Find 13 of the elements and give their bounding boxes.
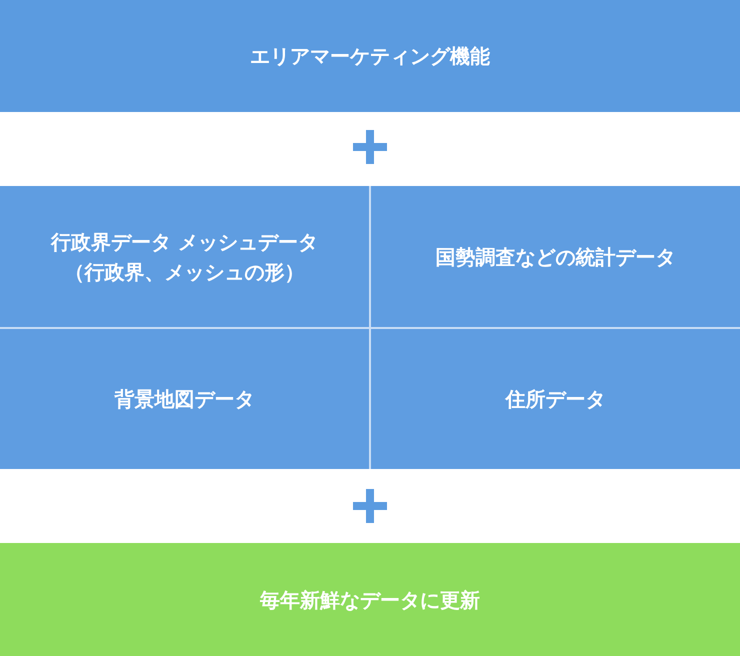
node-label: 住所データ (506, 386, 606, 413)
node-label: 国勢調査などの統計データ (436, 244, 676, 270)
node-label: （行政界、メッシュの形） (64, 258, 304, 286)
data-cell (0, 186, 369, 327)
node-label: 行政界データ メッシュデータ (51, 228, 318, 256)
data-cell (371, 329, 740, 469)
node-label: 毎年新鮮なデータに更新 (260, 586, 480, 614)
data-cell (0, 329, 369, 469)
node-label: 背景地図データ (114, 386, 254, 413)
node-label: エリアマーケティング機能 (250, 43, 490, 70)
banner-box (0, 543, 740, 656)
banner-box (0, 0, 740, 112)
data-cell (371, 186, 740, 327)
